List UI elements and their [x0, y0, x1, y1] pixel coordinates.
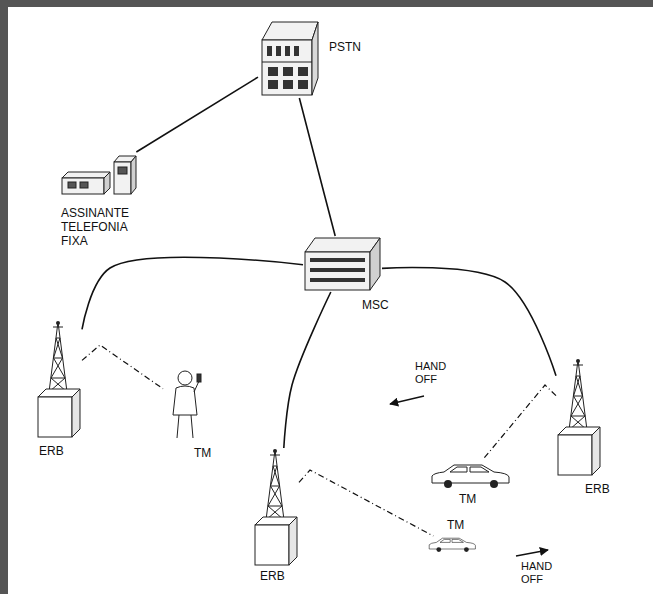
- car-icon: [429, 538, 475, 552]
- car-icon: [432, 465, 509, 488]
- network-node: ERB: [556, 358, 602, 478]
- base-station-tower: [38, 321, 80, 437]
- node-label: ERB: [584, 482, 611, 496]
- network-node: TM: [426, 536, 478, 556]
- fixed-phone-icon: [62, 156, 136, 194]
- network-node: ASSINANTE TELEFONIA FIXA: [58, 152, 140, 198]
- network-node: PSTN: [258, 18, 320, 98]
- network-link: [284, 292, 331, 448]
- handoff-label: HAND OFF: [414, 360, 458, 386]
- network-link: [136, 77, 258, 152]
- network-node: MSC: [303, 236, 382, 292]
- base-station-tower: [558, 359, 600, 475]
- radio-link: [483, 385, 557, 460]
- frame-bar: [0, 0, 8, 594]
- person-icon: [173, 371, 201, 438]
- handoff-arrow: [516, 550, 548, 556]
- msc-icon: [305, 238, 380, 290]
- network-node: TM: [428, 460, 512, 490]
- node-label: TM: [458, 492, 477, 506]
- node-label: TM: [193, 446, 212, 460]
- handoff-arrow: [390, 396, 424, 404]
- frame-bar: [0, 0, 653, 7]
- radio-link: [299, 470, 433, 536]
- radio-link: [82, 345, 163, 389]
- node-label: ERB: [38, 444, 65, 458]
- network-link: [82, 257, 303, 329]
- node-label: ASSINANTE TELEFONIA FIXA: [60, 206, 142, 248]
- node-label: TM: [446, 518, 465, 532]
- network-node: TM: [163, 366, 207, 442]
- network-link: [382, 268, 556, 376]
- node-label: PSTN: [328, 40, 362, 54]
- network-node: ERB: [36, 320, 82, 440]
- network-link: [299, 98, 335, 236]
- node-label: ERB: [259, 569, 286, 583]
- node-label: MSC: [361, 298, 390, 312]
- handoff-label: HAND OFF: [520, 560, 564, 586]
- base-station-tower: [255, 449, 297, 565]
- network-node: ERB: [253, 448, 299, 568]
- pstn-icon: [262, 22, 318, 95]
